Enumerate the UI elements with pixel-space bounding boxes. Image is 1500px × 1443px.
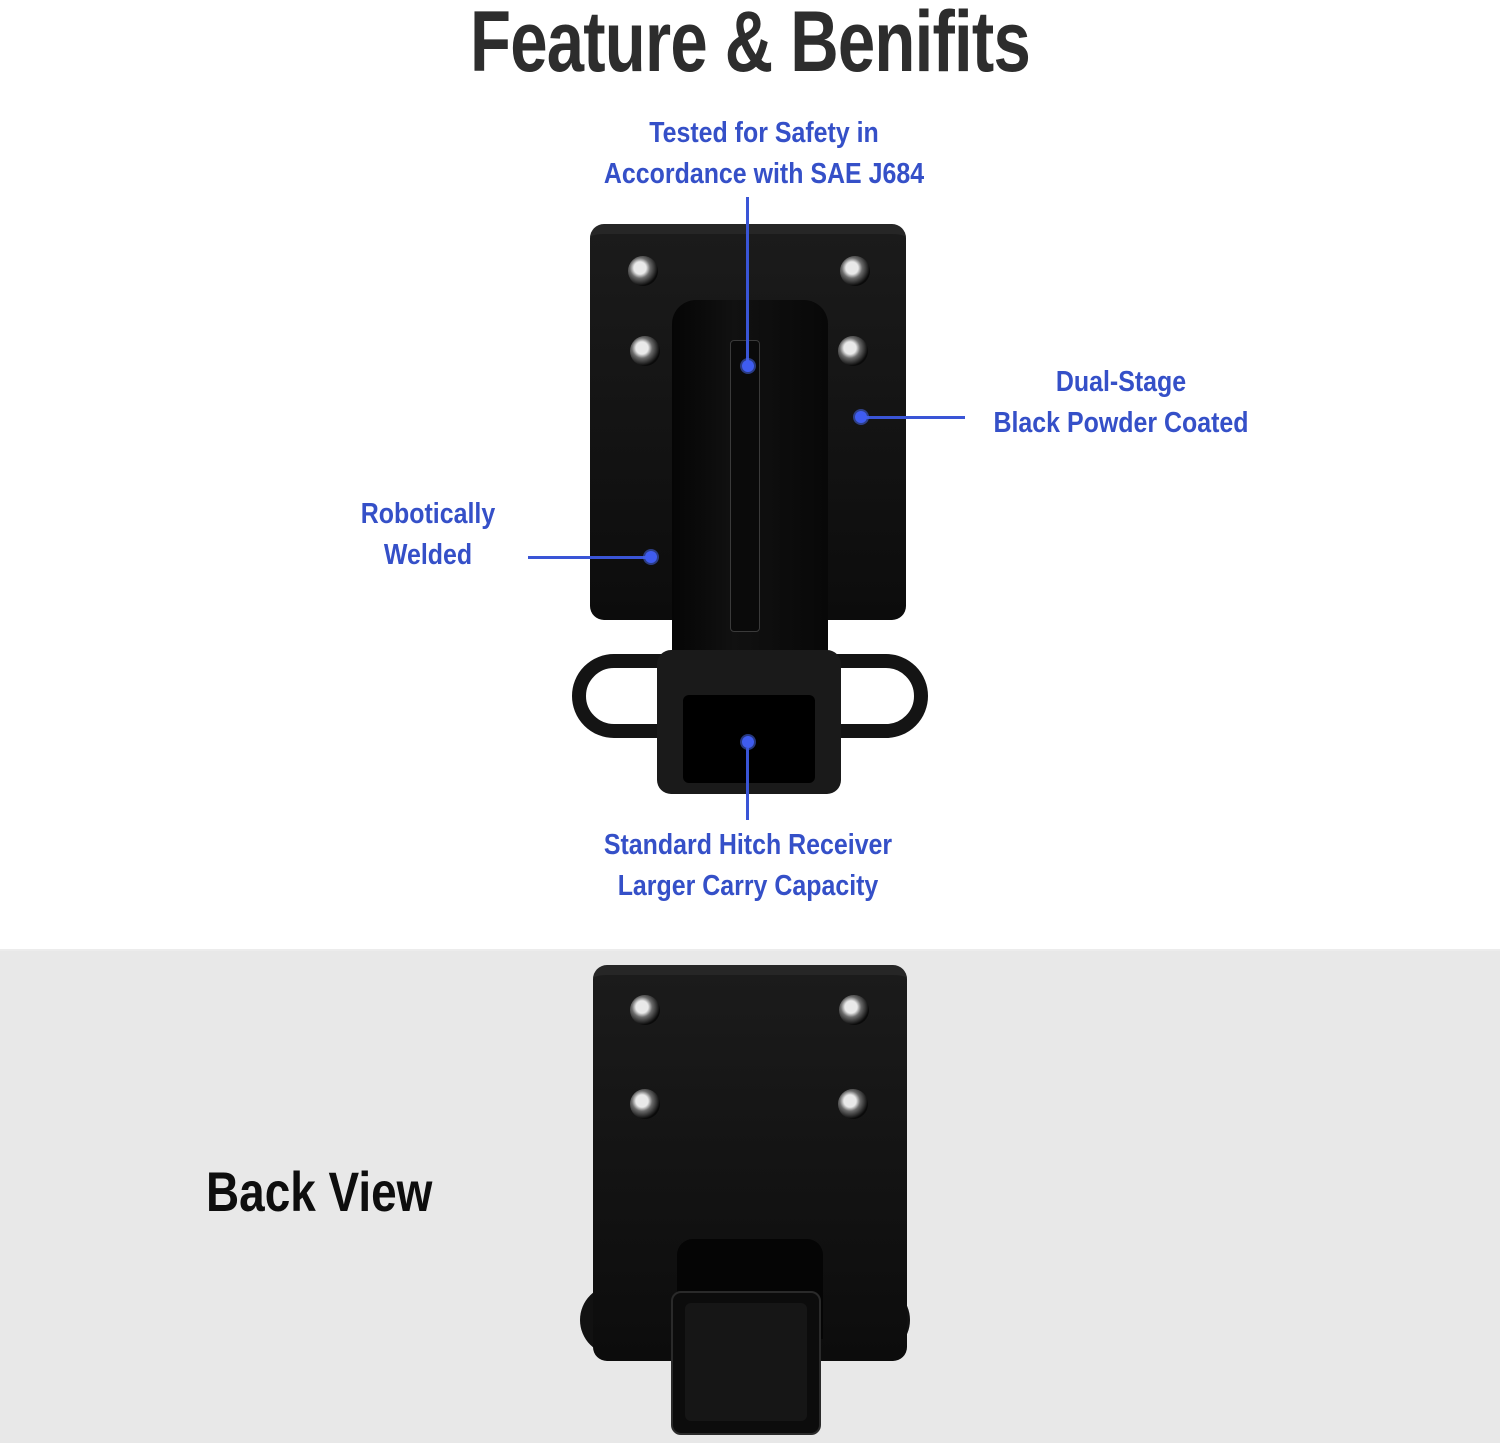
callout-text-line1: Dual-Stage — [1055, 366, 1187, 398]
callout-text-line2: Larger Carry Capacity — [617, 870, 879, 902]
leader-line — [866, 416, 965, 419]
hitch-front-view-image — [560, 220, 940, 800]
leader-line — [746, 197, 749, 363]
callout-text-line2: Black Powder Coated — [993, 407, 1249, 439]
leader-line — [528, 556, 648, 559]
callout-dot-icon — [742, 736, 754, 748]
bolt-hole-icon — [838, 336, 868, 366]
leader-line — [746, 748, 749, 820]
bolt-hole-icon — [840, 256, 870, 286]
hitch-back-view-image — [575, 965, 915, 1435]
bolt-hole-icon — [838, 1089, 868, 1119]
center-brace — [730, 340, 760, 632]
callout-dot-icon — [855, 411, 867, 423]
bolt-hole-icon — [839, 995, 869, 1025]
bolt-hole-icon — [630, 1089, 660, 1119]
callout-receiver-capacity: Standard Hitch Receiver Larger Carry Cap… — [576, 825, 920, 907]
callout-dot-icon — [742, 360, 754, 372]
page-title: Feature & Benifits — [470, 0, 1031, 90]
bolt-hole-icon — [630, 336, 660, 366]
callout-welding: Robotically Welded — [333, 494, 522, 576]
callout-powder-coating: Dual-Stage Black Powder Coated — [983, 362, 1260, 444]
callout-text-line2: Welded — [383, 539, 473, 571]
callout-safety-test: Tested for Safety in Accordance with SAE… — [592, 113, 936, 195]
callout-text-line1: Tested for Safety in — [649, 117, 879, 149]
bolt-hole-icon — [630, 995, 660, 1025]
back-view-label: Back View — [206, 1160, 433, 1223]
bolt-hole-icon — [628, 256, 658, 286]
callout-dot-icon — [645, 551, 657, 563]
callout-text-line1: Standard Hitch Receiver — [603, 829, 893, 861]
receiver-opening — [685, 1303, 807, 1421]
callout-text-line1: Robotically — [360, 498, 496, 530]
callout-text-line2: Accordance with SAE J684 — [603, 158, 925, 190]
